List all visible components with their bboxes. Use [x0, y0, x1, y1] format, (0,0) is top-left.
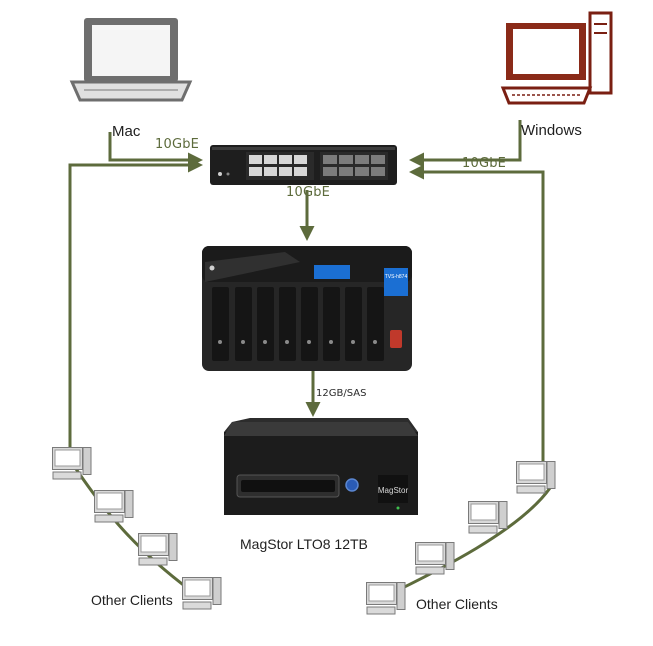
link-left-clients-switch [68, 157, 203, 450]
client-computer-icon [366, 582, 406, 615]
link-mac-switch [108, 132, 203, 168]
client-computer-icon [415, 542, 455, 575]
client-computer-icon [516, 461, 556, 494]
other-clients-left-label: Other Clients [91, 592, 173, 608]
sas-link-speed: 12GB/SAS [316, 388, 367, 399]
tape-brand-label: MagStor [378, 486, 409, 495]
mac-laptop-icon [69, 18, 193, 102]
mac-label: Mac [112, 123, 141, 140]
client-computer-icon [52, 447, 92, 480]
windows-link-speed: 10GbE [462, 156, 507, 171]
nas-icon: TVS-h874 [202, 246, 412, 371]
client-computer-icon [138, 533, 178, 566]
client-computer-icon [468, 501, 508, 534]
tape-drive-icon: MagStor [224, 418, 418, 515]
client-computer-icon [182, 577, 222, 610]
mac-link-speed: 10GbE [155, 137, 200, 152]
nas-brand-label: TVS-h874 [385, 274, 408, 280]
connection-lines [68, 120, 545, 462]
other-clients-right-label: Other Clients [416, 596, 498, 612]
link-windows-switch [409, 120, 522, 168]
windows-label: Windows [521, 122, 582, 139]
nas-link-speed: 10GbE [286, 185, 331, 200]
network-switch-icon [210, 145, 397, 185]
tape-drive-label: MagStor LTO8 12TB [240, 536, 368, 552]
link-right-clients-switch [409, 164, 545, 462]
left-clients [52, 447, 222, 610]
client-computer-icon [94, 490, 134, 523]
left-clients-trail [68, 459, 191, 592]
windows-desktop-icon [500, 11, 613, 105]
